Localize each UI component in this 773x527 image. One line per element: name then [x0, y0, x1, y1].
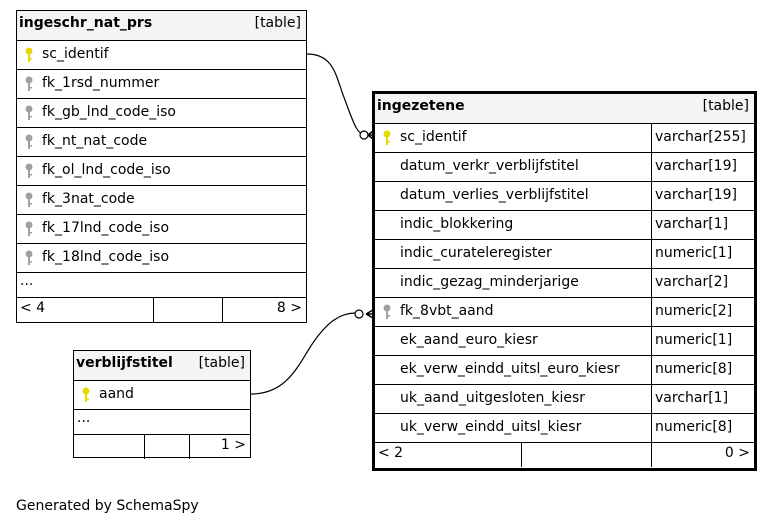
foreign-key-icon — [25, 76, 33, 92]
table-row[interactable]: indic_gezag_minderjarige varchar[2] — [375, 269, 754, 298]
edge-verblijf-to-ingezetene — [250, 312, 357, 395]
child-count: 1 > — [220, 437, 246, 453]
table-row[interactable]: fk_nt_nat_code — [17, 128, 306, 157]
table-name: verblijfstitel — [76, 355, 173, 371]
column-type: varchar[1] — [651, 385, 728, 413]
foreign-key-icon — [25, 250, 33, 266]
column-type: numeric[8] — [651, 414, 732, 442]
edge-end-circle — [359, 130, 369, 140]
table-ingezetene[interactable]: ingezetene [table] sc_identif varchar[255… — [372, 91, 757, 471]
table-footer: < 4 8 > — [17, 298, 306, 322]
column-type: varchar[2] — [651, 269, 728, 297]
table-row[interactable]: fk_ol_lnd_code_iso — [17, 157, 306, 186]
table-kind: [table] — [702, 98, 749, 114]
table-header: ingeschr_nat_prs [table] — [17, 11, 306, 41]
column-name: datum_verkr_verblijfstitel — [400, 158, 579, 174]
table-row[interactable]: sc_identif — [17, 41, 306, 70]
column-name: sc_identif — [400, 129, 467, 145]
table-footer: 1 > — [74, 435, 250, 459]
table-row[interactable]: fk_1rsd_nummer — [17, 70, 306, 99]
table-verblijfstitel[interactable]: verblijfstitel [table] aand ... 1 > — [73, 350, 251, 459]
table-row[interactable]: aand — [74, 381, 250, 410]
parent-count: < 2 — [378, 445, 404, 461]
foreign-key-icon — [383, 304, 391, 320]
table-name: ingeschr_nat_prs — [19, 15, 153, 31]
column-type: varchar[1] — [651, 211, 728, 239]
column-list: sc_identif fk_1rsd_nummer fk_gb_lnd_code_i… — [17, 41, 306, 273]
column-name: indic_gezag_minderjarige — [400, 274, 579, 290]
primary-key-icon — [82, 387, 90, 403]
table-row[interactable]: uk_aand_uitgesloten_kiesr varchar[1] — [375, 385, 754, 414]
column-name: ek_verw_eindd_uitsl_euro_kiesr — [400, 361, 620, 377]
foreign-key-icon — [25, 221, 33, 237]
child-count: 8 > — [276, 300, 302, 316]
column-name: fk_17lnd_code_iso — [42, 220, 170, 236]
column-name: fk_ol_lnd_code_iso — [42, 162, 171, 178]
table-row[interactable]: sc_identif varchar[255] — [375, 124, 754, 153]
table-row[interactable]: fk_3nat_code — [17, 186, 306, 215]
table-row[interactable]: indic_curateleregister numeric[1] — [375, 240, 754, 269]
column-name: uk_aand_uitgesloten_kiesr — [400, 390, 586, 406]
table-row[interactable]: fk_18lnd_code_iso — [17, 244, 306, 273]
column-name: indic_curateleregister — [400, 245, 552, 261]
table-name: ingezetene — [377, 98, 465, 114]
column-name: fk_3nat_code — [42, 191, 135, 207]
table-kind: [table] — [198, 355, 245, 371]
primary-key-icon — [25, 47, 33, 63]
table-row[interactable]: fk_8vbt_aand numeric[2] — [375, 298, 754, 327]
column-type: numeric[8] — [651, 356, 732, 384]
table-row[interactable]: fk_17lnd_code_iso — [17, 215, 306, 244]
column-name: sc_identif — [42, 46, 109, 62]
table-footer: < 2 0 > — [375, 443, 754, 467]
crowfoot-marker — [365, 309, 374, 319]
column-type: numeric[1] — [651, 327, 732, 355]
column-type: varchar[255] — [651, 124, 746, 152]
column-name: fk_1rsd_nummer — [42, 75, 160, 91]
column-type: varchar[19] — [651, 182, 737, 210]
ellipsis-row: ... — [17, 273, 306, 298]
table-row[interactable]: datum_verkr_verblijfstitel varchar[19] — [375, 153, 754, 182]
foreign-key-icon — [25, 105, 33, 121]
column-name: fk_nt_nat_code — [42, 133, 148, 149]
column-name: fk_8vbt_aand — [400, 303, 494, 319]
column-name: fk_18lnd_code_iso — [42, 249, 170, 265]
ellipsis-row: ... — [74, 410, 250, 435]
primary-key-icon — [383, 130, 391, 146]
column-type: numeric[1] — [651, 240, 732, 268]
column-name: fk_gb_lnd_code_iso — [42, 104, 176, 120]
foreign-key-icon — [25, 163, 33, 179]
column-name: ek_aand_euro_kiesr — [400, 332, 538, 348]
table-row[interactable]: datum_verlies_verblijfstitel varchar[19] — [375, 182, 754, 211]
column-name: indic_blokkering — [400, 216, 514, 232]
column-name: datum_verlies_verblijfstitel — [400, 187, 589, 203]
column-list: aand — [74, 381, 250, 410]
column-name: aand — [99, 386, 134, 402]
table-header: ingezetene [table] — [375, 94, 754, 124]
column-type: varchar[19] — [651, 153, 737, 181]
table-header: verblijfstitel [table] — [74, 351, 250, 381]
parent-count: < 4 — [20, 300, 46, 316]
column-type: numeric[2] — [651, 298, 732, 326]
foreign-key-icon — [25, 134, 33, 150]
table-row[interactable]: ek_aand_euro_kiesr numeric[1] — [375, 327, 754, 356]
generator-credit: Generated by SchemaSpy — [16, 498, 199, 514]
foreign-key-icon — [25, 192, 33, 208]
table-row[interactable]: indic_blokkering varchar[1] — [375, 211, 754, 240]
table-ingeschr-nat-prs[interactable]: ingeschr_nat_prs [table] sc_identif fk_1r… — [16, 10, 307, 323]
edge-end-circle — [354, 309, 364, 319]
table-kind: [table] — [254, 15, 301, 31]
table-row[interactable]: ek_verw_eindd_uitsl_euro_kiesr numeric[8] — [375, 356, 754, 385]
table-row[interactable]: uk_verw_eindd_uitsl_kiesr numeric[8] — [375, 414, 754, 443]
column-name: uk_verw_eindd_uitsl_kiesr — [400, 419, 582, 435]
table-row[interactable]: fk_gb_lnd_code_iso — [17, 99, 306, 128]
child-count: 0 > — [724, 445, 750, 461]
edge-ingeschr-to-ingezetene — [306, 53, 368, 136]
